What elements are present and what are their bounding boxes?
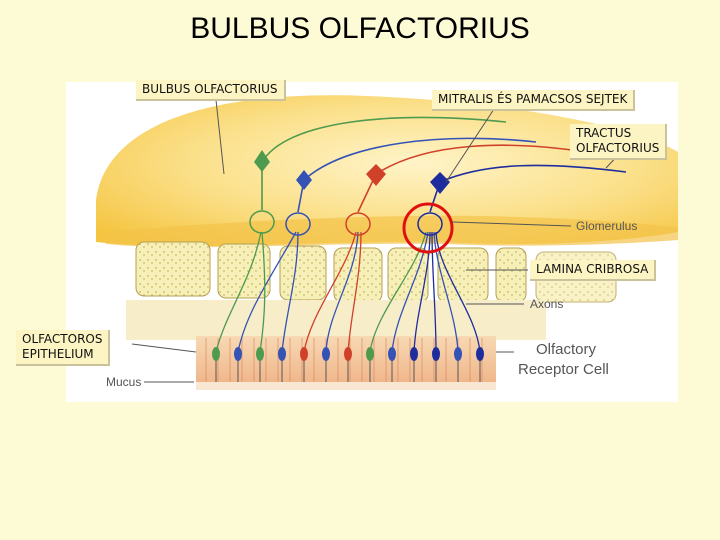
figure-label-mucus: Mucus — [106, 375, 141, 389]
figure-label-glomerulus: Glomerulus — [576, 219, 637, 233]
figure-label-receptor-line1: Olfactory — [536, 341, 597, 358]
label-tractus-line2: OLFACTORIUS — [576, 141, 660, 155]
label-epithelium-line1: OLFACTOROS — [22, 332, 103, 346]
label-lamina-cribrosa: LAMINA CRIBROSA — [530, 260, 657, 281]
mitral-cell-bodies — [254, 150, 450, 194]
pointer-lines — [131, 99, 622, 383]
figure-label-receptor-line2: Receptor Cell — [518, 361, 609, 378]
label-tractus-olfactorius: TRACTUS OLFACTORIUS — [570, 124, 668, 160]
receptor-axons — [215, 231, 481, 353]
mucus-layer — [196, 382, 496, 390]
figure-label-axons: Axons — [530, 297, 563, 311]
highlight-circle — [402, 202, 454, 254]
bulb-inner-layer — [106, 215, 678, 248]
receptor-cells — [212, 347, 484, 361]
lamina-cribrosa-bone — [135, 241, 617, 303]
label-tractus-line1: TRACTUS — [576, 126, 632, 140]
slide-title: BULBUS OLFACTORIUS — [190, 12, 530, 45]
label-epithelium-line2: EPITHELIUM — [22, 347, 94, 361]
lamina-propria — [126, 300, 546, 340]
label-bulbus-olfactorius: BULBUS OLFACTORIUS — [136, 80, 286, 101]
glomeruli — [249, 210, 443, 236]
label-mitralis-sejtek: MITRALIS ÉS PAMACSOS SEJTEK — [432, 90, 636, 111]
label-olfactoros-epithelium: OLFACTOROS EPITHELIUM — [16, 330, 111, 366]
bulb-shape — [96, 95, 678, 247]
diagram-canvas: Glomerulus Axons Olfactory Receptor Cell… — [96, 95, 678, 390]
